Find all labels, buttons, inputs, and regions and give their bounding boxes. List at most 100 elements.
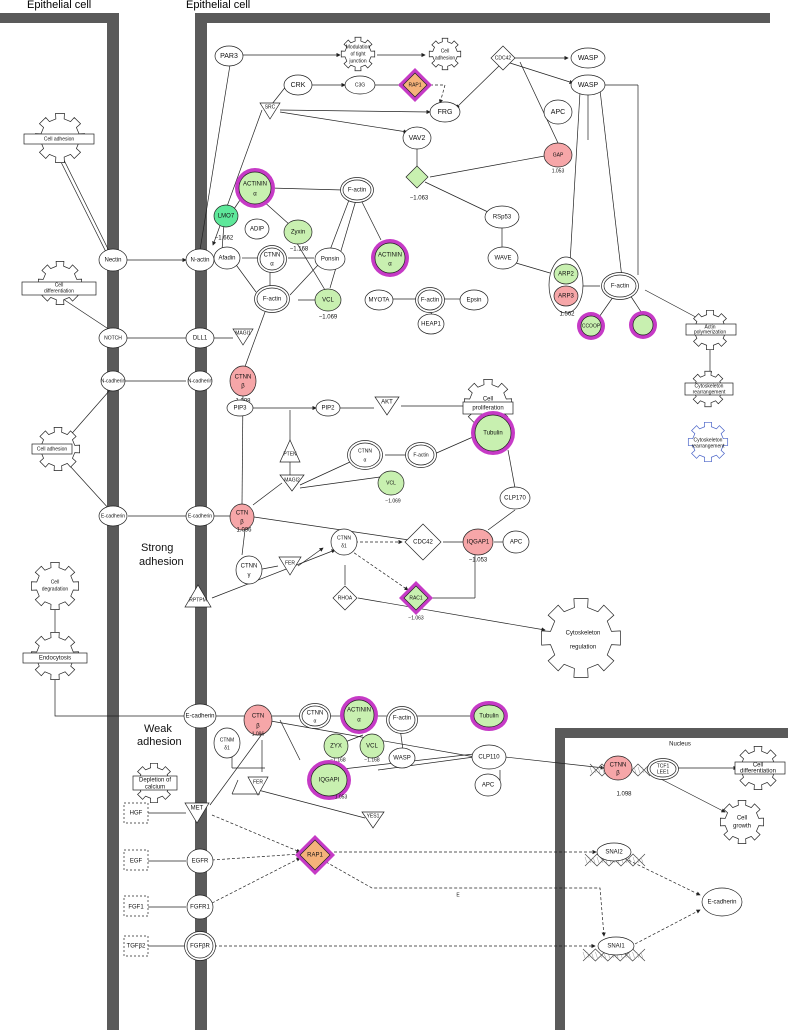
actinin-top-node <box>238 171 272 205</box>
label-iqgap1-1-val: −1.053 <box>469 558 488 564</box>
ecad-weak-node <box>183 703 217 729</box>
label-rac1: RAC1 <box>409 595 423 601</box>
ctn-beta-3-node <box>243 704 273 736</box>
ctnn-alpha-2-node <box>349 442 381 468</box>
purple-ring-node <box>632 314 654 336</box>
label-ctn-beta-2-val: 1.096 <box>236 528 252 534</box>
label-cell-diff-right-2: differentiation <box>740 769 776 775</box>
vav2-node <box>402 126 432 150</box>
label-ctnn-gamma: CTNN <box>241 564 258 570</box>
ctnn-gamma-node <box>235 555 263 585</box>
label-e-label: E <box>456 892 460 898</box>
iqgap1-node-2 <box>310 763 348 797</box>
label-apc-mid: APC <box>510 540 523 546</box>
label-nectin: Nectin <box>104 258 121 264</box>
label-yes1: YES1 <box>367 813 380 819</box>
label-green-diamond-val: −1.063 <box>410 196 429 202</box>
magi1-node <box>232 328 254 346</box>
adip-node <box>244 218 270 240</box>
factin-node-5 <box>388 708 416 732</box>
label-ctnn-gamma-sub: γ <box>248 573 251 579</box>
nucleus-wall-left <box>555 728 565 1030</box>
heap1-node <box>417 313 445 335</box>
rptpm-node <box>184 584 212 608</box>
cell-adhesion-left-box <box>23 133 95 145</box>
ctnm-d1-node <box>213 727 241 759</box>
snai2-node <box>596 842 632 862</box>
label-cell-growth-1: Cell <box>737 816 747 822</box>
label-ctnn-d1-sub: δ1 <box>341 543 347 549</box>
c3g-node <box>344 75 376 95</box>
label-cyto-rearr-1b: rearrangement <box>693 389 726 395</box>
label-mod-tj-1: Modulation <box>346 44 371 50</box>
tcf1-lef1-node <box>649 760 677 778</box>
gap-node <box>543 142 573 168</box>
label-gap-val: 1.053 <box>552 168 565 174</box>
label-cell-adhesion-top-1: Cell <box>441 48 450 54</box>
ctnn-alpha-3-node <box>301 705 329 727</box>
label-vcl-3: VCL <box>366 744 378 750</box>
label-gap: GAP <box>553 152 564 158</box>
label-rptpm: RPTPM <box>189 597 207 603</box>
left-cell-top-membrane <box>0 13 119 23</box>
label-pip2: PIP2 <box>321 406 335 412</box>
label-cell-adhesion-top-2: adhesion <box>435 55 456 61</box>
cell-growth-gear <box>719 799 765 845</box>
cdc42-mid-node <box>404 523 442 561</box>
label-ecad-right: E-cadherin <box>188 513 212 519</box>
label-ctn-beta-3: CTN <box>252 714 264 720</box>
ctnn-beta-1-node <box>229 365 257 397</box>
label-src: SRC <box>265 104 276 110</box>
ecad-right-node <box>185 505 215 527</box>
ctnn-alpha-node <box>259 247 285 271</box>
factin-right-node <box>603 274 637 298</box>
label-tubulin-1: Tubulin <box>483 431 502 437</box>
crk-node <box>283 74 313 96</box>
label-actinin-low-sub: α <box>357 718 361 724</box>
notch-node <box>98 327 128 349</box>
apc-mid-node <box>502 530 530 554</box>
ponsin-node <box>314 247 346 271</box>
rap1-low-node <box>299 839 331 871</box>
label-afadin: Afadin <box>218 256 235 262</box>
fer-node-2 <box>247 776 269 796</box>
label-myota: MYOTA <box>369 298 390 304</box>
label-factin-2: F-actin <box>263 297 281 303</box>
label-wasp-2: WASP <box>578 82 599 89</box>
egfr-node <box>186 848 214 874</box>
arp3-node <box>553 285 579 307</box>
label-cyto-rearr-2b: rearrangement <box>692 443 725 449</box>
label-snai1: SNAI1 <box>607 944 625 950</box>
top-cell-membrane <box>195 13 770 23</box>
wave-node <box>487 246 519 270</box>
label-fer-1: FER <box>285 560 295 566</box>
label-cell-growth-2: growth <box>733 824 751 830</box>
cyto-rearr-1-box <box>684 382 734 396</box>
label-ctnn-alpha-sub: α <box>270 262 274 268</box>
label-ctnm-d1: CTNM <box>220 737 234 743</box>
ctnn-nuc-node <box>603 755 633 781</box>
vcl-node-2 <box>377 470 405 496</box>
label-met: MET <box>191 806 204 812</box>
label-wasp-low: WASP <box>393 756 410 762</box>
label-fgf1: FGF1 <box>128 905 144 911</box>
factin-node-3 <box>417 289 443 311</box>
par3-node <box>214 45 244 67</box>
label-fgfr1: FGFR1 <box>190 905 210 911</box>
iqgap1-node-1 <box>462 528 494 556</box>
apc-low-node <box>474 773 502 797</box>
label-arp2: ARP2 <box>558 272 574 278</box>
afadin-node <box>213 246 241 270</box>
cell-diff-left-box <box>21 281 97 296</box>
label-nactin: N-actin <box>190 258 209 264</box>
fer-node-1 <box>278 556 302 576</box>
weak-adhesion-label-1: Weak <box>144 723 172 735</box>
label-arp3: ARP3 <box>558 294 574 300</box>
actinin-low-node <box>343 699 375 731</box>
label-cyto-reg-1: Cytoskeleton <box>566 631 601 637</box>
cell-adhesion-top-gear <box>428 37 462 71</box>
label-cyto-reg-2: regulation <box>570 645 596 651</box>
endocytosis-box <box>22 652 88 664</box>
label-mod-tj-3: junction <box>348 58 366 64</box>
label-egfr: EGFR <box>192 859 209 865</box>
